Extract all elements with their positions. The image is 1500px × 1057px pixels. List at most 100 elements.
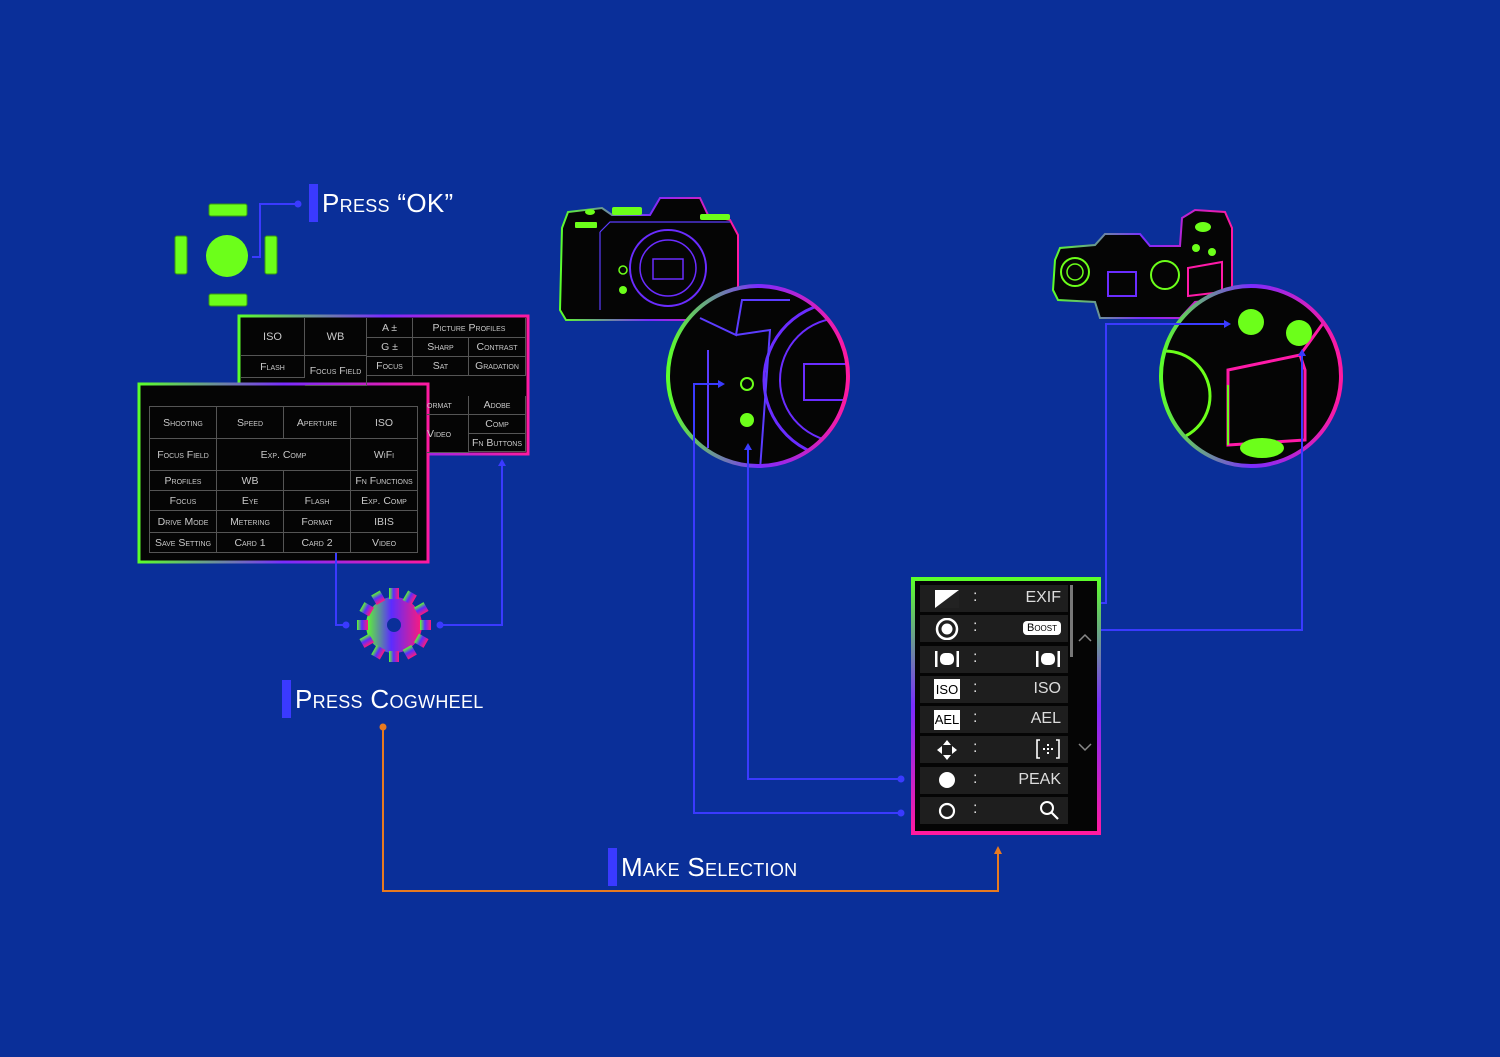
- menu-cell[interactable]: Video: [427, 415, 469, 453]
- fn-separator: :: [973, 709, 978, 727]
- menu-cell[interactable]: G ±: [367, 338, 413, 357]
- fn-value: ISO: [1033, 679, 1061, 697]
- peak-to-front-camera-line: [747, 450, 901, 780]
- cog-to-back-menu-line: [440, 466, 503, 626]
- menu-cell[interactable]: Contrast: [469, 338, 526, 357]
- move-arrows-icon: [934, 739, 960, 760]
- ael-icon: AEL: [934, 709, 960, 730]
- make-selection-label: Make Selection: [608, 848, 797, 886]
- menu-cell[interactable]: Drive Mode: [150, 511, 217, 533]
- ring-to-front-camera-line: [693, 383, 901, 814]
- fn-row-exif[interactable]: : EXIF: [920, 585, 1068, 612]
- menu-cell[interactable]: WB: [217, 471, 284, 491]
- fn-row-iso[interactable]: ISO : ISO: [920, 675, 1068, 703]
- front-menu: Shooting Speed Aperture ISO Focus Field …: [149, 406, 418, 553]
- dpad-icon: [174, 203, 278, 307]
- menu-cell[interactable]: Focus Field: [305, 356, 367, 386]
- menu-cell-fn-functions[interactable]: Fn Functions: [351, 471, 418, 491]
- label-bar: [282, 680, 291, 718]
- menu-cell[interactable]: Picture Profiles: [413, 318, 526, 338]
- fn-panel: : EXIF : Boost : ISO : ISO AEL : AEL :: [920, 585, 1068, 827]
- fn-separator: :: [973, 769, 978, 787]
- menu-cell[interactable]: Shooting: [150, 407, 217, 439]
- menu-cell[interactable]: Fn Buttons: [469, 434, 526, 452]
- ael-icon-text: AEL: [934, 712, 960, 728]
- menu-cell[interactable]: Eye: [217, 491, 284, 511]
- camera-front-icon: [558, 197, 739, 321]
- menu-cell[interactable]: Card 1: [217, 533, 284, 553]
- menu-cell[interactable]: Exp. Comp: [217, 439, 351, 471]
- menu-cell[interactable]: Focus Field: [150, 439, 217, 471]
- boost-to-back-camera-line: [1088, 356, 1303, 631]
- lens-icon: [934, 649, 960, 669]
- menu-cell[interactable]: Exp. Comp: [351, 491, 418, 511]
- iso-icon: ISO: [934, 679, 960, 700]
- fn-value: EXIF: [1025, 589, 1061, 606]
- menu-cell[interactable]: Speed: [217, 407, 284, 439]
- boost-badge: Boost: [1022, 621, 1061, 636]
- menu-cell[interactable]: ISO: [241, 318, 305, 356]
- menu-cell[interactable]: Profiles: [150, 471, 217, 491]
- menu-cell[interactable]: Aperture: [284, 407, 351, 439]
- lens-value-icon: [1035, 649, 1061, 674]
- scroll-down-icon: [1078, 743, 1092, 752]
- press-ok-text: Press “OK”: [322, 187, 454, 218]
- ring-icon: [934, 801, 960, 821]
- menu-cell[interactable]: Adobe: [469, 396, 526, 415]
- fn-value: PEAK: [1018, 770, 1061, 788]
- iso-icon-text: ISO: [935, 681, 959, 697]
- camera-back-zoom-detail: [1159, 284, 1343, 468]
- back-menu: ISO WB A ± Picture Profiles G ± Sharp Co…: [241, 318, 526, 453]
- fn-row-peak[interactable]: : PEAK: [920, 766, 1068, 794]
- menu-cell[interactable]: Metering: [217, 511, 284, 533]
- menu-cell[interactable]: Focus: [150, 491, 217, 511]
- exposure-icon: [934, 589, 960, 609]
- make-selection-text: Make Selection: [621, 851, 798, 882]
- filled-dot-icon: [934, 770, 960, 790]
- fn-row-lens[interactable]: :: [920, 645, 1068, 674]
- menu-cell[interactable]: Flash: [241, 356, 305, 378]
- press-cogwheel-label: Press Cogwheel: [282, 680, 484, 718]
- menu-cell[interactable]: Card 2: [284, 533, 351, 553]
- fn-value: AEL: [1030, 710, 1061, 728]
- record-icon: [934, 617, 960, 640]
- menu-cell[interactable]: Sharp: [413, 338, 469, 357]
- menu-cell[interactable]: ormat: [427, 396, 469, 415]
- fn-row-boost[interactable]: : Boost: [920, 615, 1068, 643]
- menu-cell[interactable]: Save Setting: [150, 533, 217, 553]
- fn-separator: :: [973, 588, 978, 605]
- press-cogwheel-text: Press Cogwheel: [295, 683, 484, 714]
- ok-connector-line: [252, 203, 298, 258]
- label-bar: [309, 184, 318, 222]
- scroll-up-icon: [1078, 633, 1092, 642]
- menu-cell[interactable]: Flash: [284, 491, 351, 511]
- label-bar: [608, 848, 617, 886]
- magnifier-icon: [1039, 800, 1061, 827]
- fn-separator: :: [973, 678, 978, 696]
- menu-cell[interactable]: Video: [351, 533, 418, 553]
- menu-cell[interactable]: Format: [284, 511, 351, 533]
- camera-front-zoom-detail: [666, 284, 850, 468]
- front-menu-grid: Shooting Speed Aperture ISO Focus Field …: [149, 406, 418, 553]
- fn-separator: :: [973, 800, 978, 818]
- fn-separator: :: [973, 648, 978, 666]
- fn-row-ael[interactable]: AEL : AEL: [920, 706, 1068, 734]
- menu-cell[interactable]: WB: [305, 318, 367, 356]
- menu-cell[interactable]: ISO: [351, 407, 418, 439]
- fn-row-magnify[interactable]: :: [920, 797, 1068, 827]
- menu-cell[interactable]: Comp: [469, 415, 526, 434]
- fn-separator: :: [973, 618, 978, 636]
- menu-cell[interactable]: IBIS: [351, 511, 418, 533]
- menu-cell[interactable]: Gradation: [469, 357, 526, 376]
- menu-cell[interactable]: WiFi: [351, 439, 418, 471]
- cogwheel-icon: [343, 574, 445, 676]
- menu-cell[interactable]: A ±: [367, 318, 413, 338]
- fn-separator: :: [973, 739, 978, 757]
- menu-cell[interactable]: [284, 471, 351, 491]
- press-ok-label: Press “OK”: [309, 184, 453, 222]
- focus-area-icon: [1035, 738, 1061, 765]
- menu-cell[interactable]: Focus: [367, 357, 413, 376]
- fn-row-focus-area[interactable]: :: [920, 736, 1068, 765]
- selection-connector-line: [382, 727, 999, 892]
- menu-cell[interactable]: Sat: [413, 357, 469, 376]
